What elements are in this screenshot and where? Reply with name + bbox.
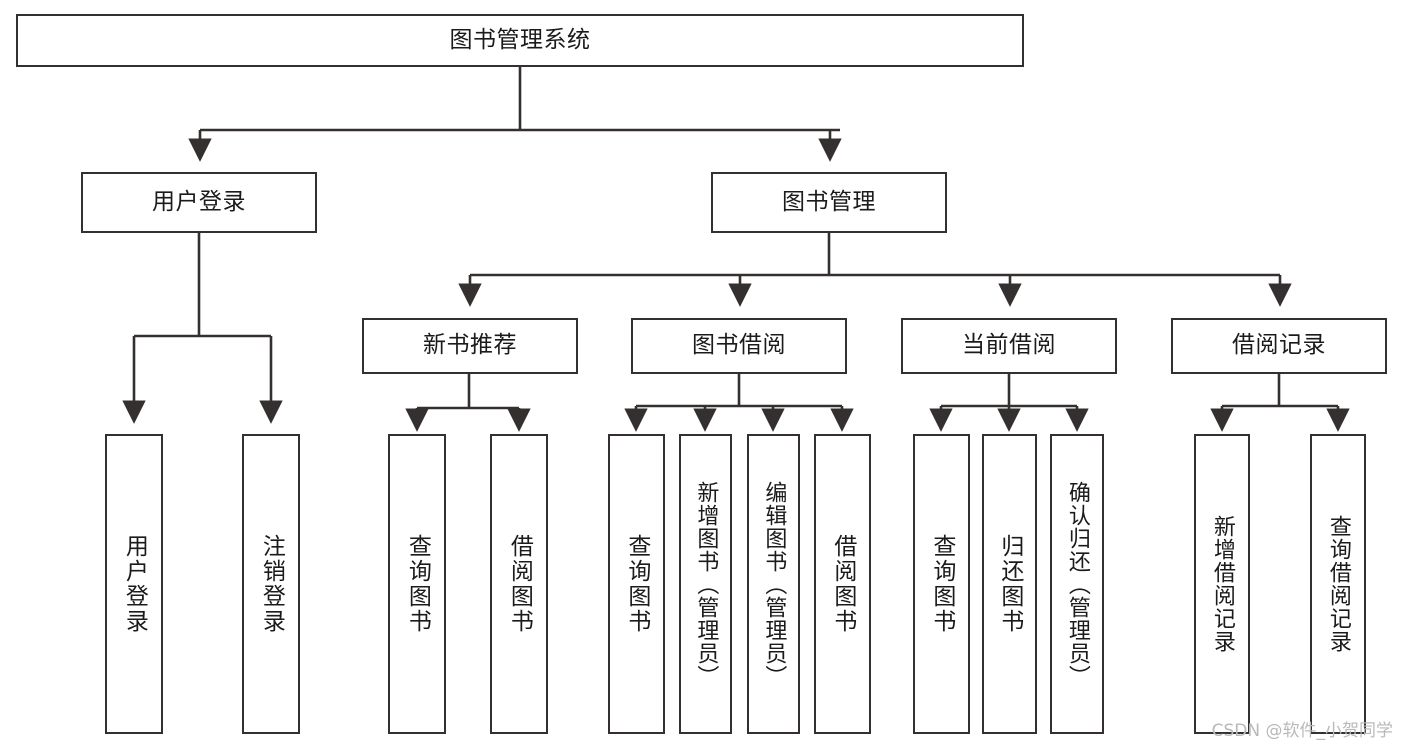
node-user-login[interactable]: 用户登录	[81, 172, 317, 233]
node-leaf-query-book-3-label: 查询图书	[928, 534, 955, 634]
node-leaf-user-logout-label: 注销登录	[258, 534, 285, 634]
node-leaf-add-record-label: 新增借阅记录	[1209, 515, 1235, 653]
node-borrow-record-label: 借阅记录	[1232, 332, 1326, 359]
node-leaf-borrow-book-1-label: 借阅图书	[506, 534, 533, 634]
node-root-system-label: 图书管理系统	[449, 26, 591, 53]
node-leaf-add-book-label: 新增图书（管理员）	[693, 480, 719, 688]
node-leaf-borrow-book-1[interactable]: 借阅图书	[490, 434, 548, 734]
node-current-borrow[interactable]: 当前借阅	[901, 318, 1117, 374]
node-current-borrow-label: 当前借阅	[962, 332, 1056, 359]
csdn-watermark: CSDN @软件_小贺同学	[1211, 721, 1393, 741]
node-leaf-query-record[interactable]: 查询借阅记录	[1310, 434, 1366, 734]
node-new-book-recommend[interactable]: 新书推荐	[362, 318, 578, 374]
node-new-book-recommend-label: 新书推荐	[423, 332, 517, 359]
node-leaf-query-book-2[interactable]: 查询图书	[608, 434, 665, 734]
node-leaf-confirm-return-label: 确认归还（管理员）	[1064, 480, 1090, 688]
node-leaf-user-login-label: 用户登录	[121, 534, 148, 634]
node-leaf-add-book[interactable]: 新增图书（管理员）	[679, 434, 732, 734]
node-leaf-user-login[interactable]: 用户登录	[105, 434, 163, 734]
node-leaf-query-book-1[interactable]: 查询图书	[388, 434, 446, 734]
node-book-manage[interactable]: 图书管理	[711, 172, 947, 233]
node-user-login-label: 用户登录	[152, 188, 246, 215]
node-leaf-query-book-3[interactable]: 查询图书	[913, 434, 970, 734]
node-book-borrow-label: 图书借阅	[692, 332, 786, 359]
node-leaf-borrow-book-2-label: 借阅图书	[829, 534, 856, 634]
node-leaf-return-book-label: 归还图书	[996, 534, 1023, 634]
node-leaf-edit-book-label: 编辑图书（管理员）	[761, 480, 787, 688]
node-leaf-confirm-return[interactable]: 确认归还（管理员）	[1050, 434, 1104, 734]
node-book-borrow[interactable]: 图书借阅	[631, 318, 847, 374]
node-root-system[interactable]: 图书管理系统	[16, 14, 1024, 67]
node-leaf-query-book-2-label: 查询图书	[623, 534, 650, 634]
node-leaf-return-book[interactable]: 归还图书	[982, 434, 1037, 734]
node-borrow-record[interactable]: 借阅记录	[1171, 318, 1387, 374]
node-book-manage-label: 图书管理	[782, 188, 876, 215]
node-leaf-query-record-label: 查询借阅记录	[1325, 515, 1351, 653]
node-leaf-user-logout[interactable]: 注销登录	[242, 434, 300, 734]
node-leaf-edit-book[interactable]: 编辑图书（管理员）	[747, 434, 800, 734]
node-leaf-borrow-book-2[interactable]: 借阅图书	[814, 434, 871, 734]
node-leaf-add-record[interactable]: 新增借阅记录	[1194, 434, 1250, 734]
node-leaf-query-book-1-label: 查询图书	[404, 534, 431, 634]
